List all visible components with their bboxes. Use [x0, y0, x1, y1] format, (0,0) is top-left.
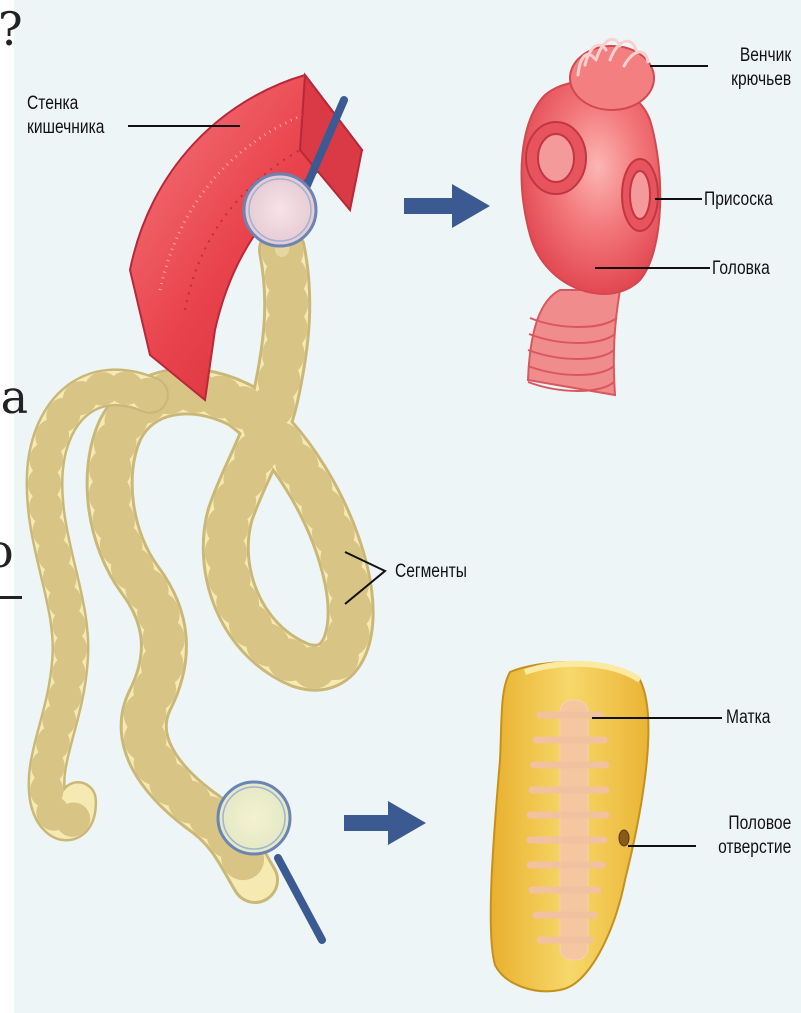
slide-fragment-lower: о: [0, 526, 14, 576]
proglottid-segment: [491, 662, 649, 991]
label-head: Головка: [712, 257, 770, 281]
label-intestine-wall: Стенка кишечника: [27, 92, 104, 140]
intestine-wall-piece: [130, 75, 362, 400]
arrow-right-bottom-icon: [344, 801, 426, 845]
scolex-head: [522, 39, 661, 395]
label-sucker: Присоска: [704, 188, 773, 212]
label-genital-opening: Половое отверстие: [718, 812, 791, 860]
slide-underline: [0, 596, 22, 599]
slide-fragment-middle: на: [0, 372, 28, 422]
label-segments: Сегменты: [395, 560, 467, 584]
label-uterus: Матка: [726, 706, 770, 730]
slide-fragment-top: ?: [0, 4, 23, 54]
arrow-right-top-icon: [404, 184, 490, 228]
label-hook-crown: Венчик крючьев: [731, 44, 791, 92]
